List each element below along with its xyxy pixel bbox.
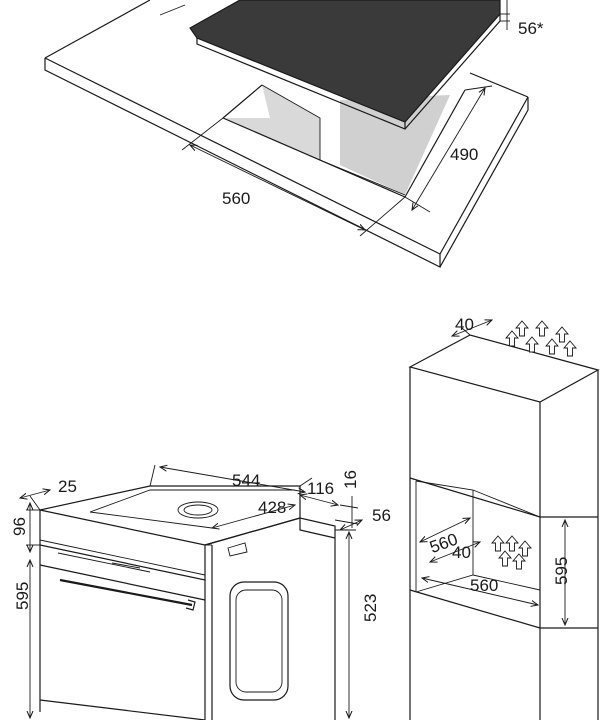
vent-arrow-icon — [505, 330, 519, 347]
vent-arrow-icon — [505, 535, 519, 552]
vent-arrow-icon — [555, 326, 569, 343]
dim-hob-depth: 490 — [404, 85, 493, 213]
dim-cabinet-rear-vent: 40 — [430, 542, 480, 562]
vent-arrow-icon — [545, 338, 559, 355]
vent-arrow-icon — [535, 320, 549, 337]
vent-arrow-icon — [515, 320, 529, 337]
dim-oven-panel-thickness: 25 — [20, 477, 77, 511]
dim-oven-back-gap: 16 — [334, 470, 360, 528]
dim-label-544: 544 — [232, 471, 260, 490]
dim-label-16: 16 — [341, 470, 360, 489]
dim-cabinet-niche-height: 595 — [552, 520, 571, 625]
dim-label-56-star: 56* — [518, 19, 544, 38]
dim-oven-panel-height: 96 — [10, 503, 40, 552]
vent-arrows-niche — [491, 535, 532, 570]
dim-oven-depth: 428 — [212, 498, 295, 528]
dim-label-560-hob: 560 — [222, 189, 250, 208]
dim-label-428: 428 — [258, 498, 286, 517]
dim-label-25: 25 — [58, 477, 77, 496]
dim-hob-overhang: 56* — [159, 0, 544, 38]
dim-oven-top-width: 544 — [149, 465, 313, 492]
dim-label-96: 96 — [10, 517, 29, 536]
dim-label-116: 116 — [307, 479, 334, 498]
dim-oven-body-height: 523 — [335, 529, 380, 718]
cabinet-upper — [408, 334, 600, 720]
dim-label-523: 523 — [361, 594, 380, 622]
dim-oven-rear-offset: 56 — [340, 506, 391, 530]
vent-arrow-icon — [518, 540, 532, 557]
hob-worktop-drawing: 56* 490 560 — [44, 0, 544, 268]
oven-side-body — [204, 517, 336, 720]
dim-hob-width: 560 — [181, 117, 406, 237]
dim-cabinet-top-vent: 40 — [452, 315, 492, 336]
vent-arrow-icon — [491, 535, 505, 552]
dim-label-560-niche-width: 560 — [470, 576, 498, 595]
dim-label-40-niche: 40 — [452, 543, 471, 562]
oven-drawing: 25 544 116 16 56 — [10, 465, 391, 721]
dim-oven-height: 595 — [13, 560, 32, 718]
vent-arrow-icon — [525, 336, 539, 353]
cabinet-drawing: 40 560 40 560 595 — [408, 315, 600, 720]
vent-arrow-icon — [498, 550, 512, 567]
dim-label-490: 490 — [450, 145, 478, 164]
dim-cabinet-niche-width: 560 — [422, 576, 538, 605]
vent-arrows-top — [505, 320, 577, 357]
oven-front — [39, 509, 206, 721]
dim-label-595-oven: 595 — [13, 582, 32, 610]
dim-label-40-top: 40 — [455, 315, 474, 334]
vent-arrow-icon — [563, 340, 577, 357]
dim-label-595-niche: 595 — [552, 557, 571, 585]
dim-oven-side-depth: 116 — [300, 479, 338, 505]
dim-label-56: 56 — [372, 506, 391, 525]
